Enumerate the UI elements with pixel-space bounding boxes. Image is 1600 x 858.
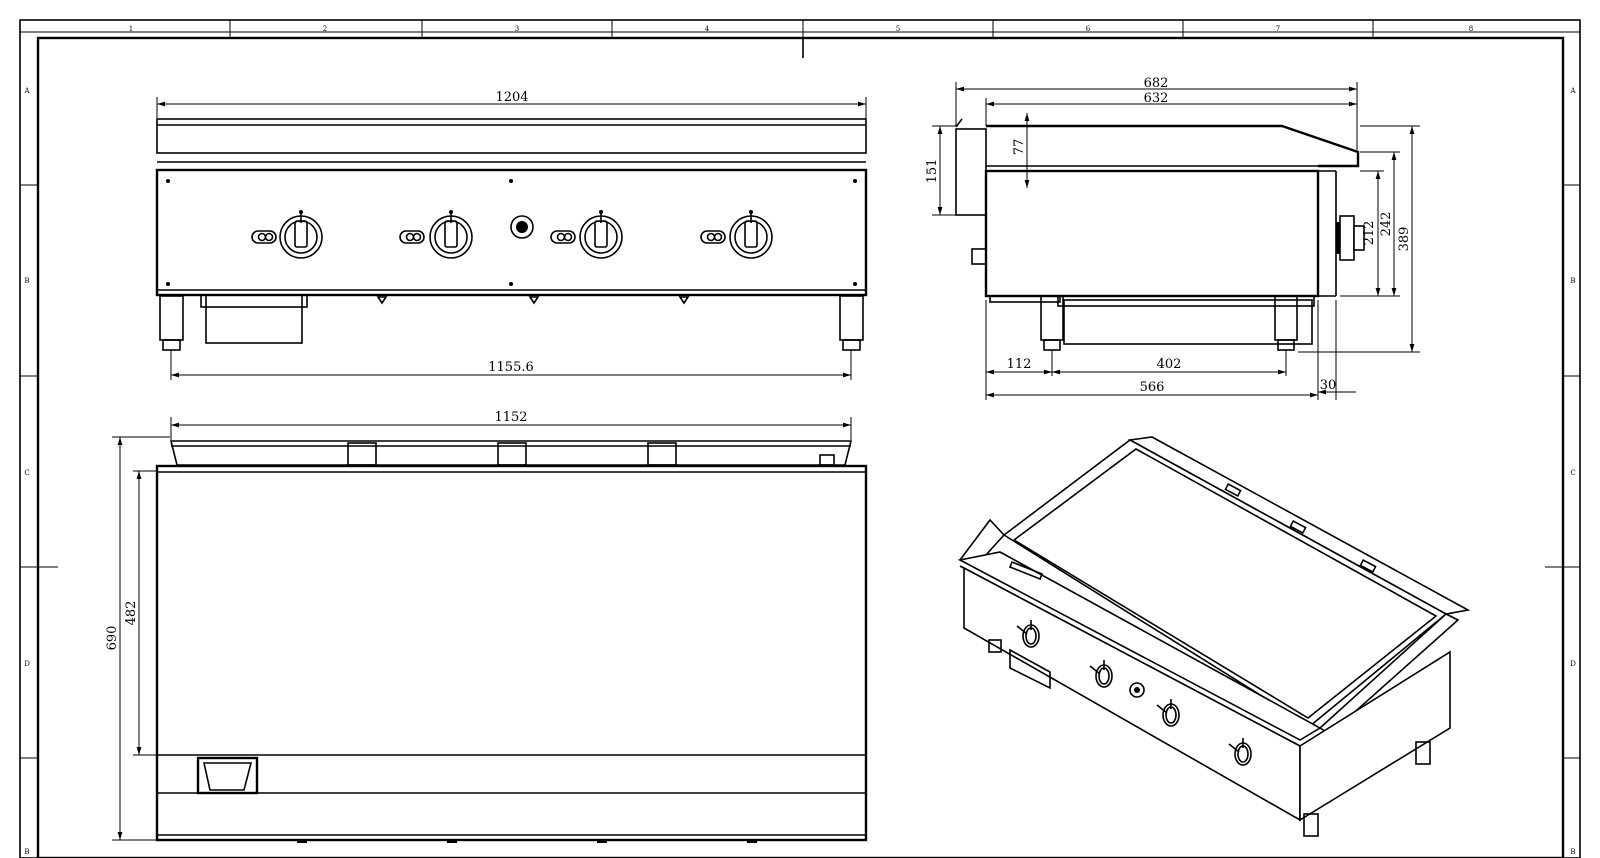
- column-label: 5: [896, 25, 900, 33]
- row-label: D: [24, 660, 30, 668]
- side-body: [984, 169, 1320, 298]
- dimension-label: 566: [1140, 380, 1165, 395]
- dimension-label: 690: [105, 626, 120, 651]
- dimension-label: 632: [1144, 91, 1169, 106]
- iso-leg: [1303, 813, 1319, 837]
- front-view-dimensions: 1204 1155.6: [156, 90, 867, 380]
- row-label: B: [1570, 848, 1575, 856]
- row-label: C: [1570, 469, 1575, 477]
- iso-side-panel: [1299, 650, 1451, 822]
- side-rear-box: [955, 128, 987, 216]
- column-label: 3: [515, 25, 519, 33]
- column-label: 4: [705, 25, 710, 33]
- iso-leg: [988, 639, 1002, 653]
- side-gas-inlet: [971, 248, 987, 265]
- front-leg: [839, 295, 864, 341]
- pilot-valve: [251, 230, 277, 244]
- pilot-valve: [700, 230, 726, 244]
- front-control-panel: [155, 168, 868, 297]
- isometric-view: [957, 436, 1471, 837]
- dimension-label: 1152: [494, 410, 527, 425]
- top-backsplash: [169, 440, 853, 466]
- row-label: B: [24, 277, 29, 285]
- dimension-label: 482: [124, 601, 139, 626]
- front-leg: [159, 295, 184, 341]
- dimension-label: 242: [1379, 212, 1394, 237]
- row-label: A: [23, 87, 30, 95]
- row-label: D: [1570, 660, 1576, 668]
- dimension-label: 1204: [495, 90, 528, 105]
- front-view: [155, 118, 868, 351]
- pilot-valve: [399, 230, 425, 244]
- drawing-frame: [19, 19, 1581, 858]
- side-leg: [1274, 295, 1298, 341]
- dimension-label: 30: [1320, 378, 1337, 393]
- side-knob: [1339, 215, 1355, 261]
- dimension-label: 682: [1144, 76, 1169, 91]
- row-label: C: [24, 469, 29, 477]
- outer-border: [19, 19, 1581, 858]
- top-view: [155, 440, 868, 843]
- column-label: 2: [323, 25, 327, 33]
- row-label: B: [1570, 277, 1575, 285]
- side-view: [955, 118, 1365, 351]
- pilot-valve: [550, 230, 576, 244]
- row-labels-left: A B C D B: [23, 87, 30, 856]
- column-label: 6: [1086, 25, 1091, 33]
- dimension-label: 212: [1362, 221, 1377, 246]
- top-view-dimensions: 1152 690 482: [105, 410, 852, 841]
- iso-leg: [1415, 741, 1431, 765]
- dimension-label: 112: [1007, 357, 1032, 372]
- burner-knob: [579, 209, 623, 259]
- burner-knob: [279, 209, 323, 259]
- inner-border: [36, 36, 1565, 858]
- row-label: A: [1569, 87, 1576, 95]
- row-label: B: [24, 848, 29, 856]
- front-backsplash: [156, 118, 867, 154]
- side-view-dimensions: 682 632 77 151 212 242 389: [925, 76, 1420, 400]
- dimension-label: 402: [1157, 357, 1182, 372]
- top-grease-drain: [196, 756, 259, 795]
- burner-knob: [729, 209, 773, 259]
- burner-knob: [429, 209, 473, 259]
- igniter-button: [510, 215, 534, 239]
- top-griddle-plate: [155, 464, 868, 842]
- column-label: 1: [129, 25, 133, 33]
- column-labels: 1 2 3 4 5 6 7 8: [129, 25, 1473, 33]
- front-drip-tray: [205, 294, 303, 344]
- column-label: 7: [1276, 25, 1280, 33]
- dimension-label: 151: [925, 159, 940, 184]
- column-label: 8: [1469, 25, 1473, 33]
- dimension-label: 77: [1012, 139, 1027, 156]
- row-labels-right: A B C D B: [1569, 87, 1576, 856]
- dimension-label: 389: [1397, 227, 1412, 252]
- side-drip-tray: [1063, 299, 1313, 345]
- dimension-label: 1155.6: [488, 360, 534, 375]
